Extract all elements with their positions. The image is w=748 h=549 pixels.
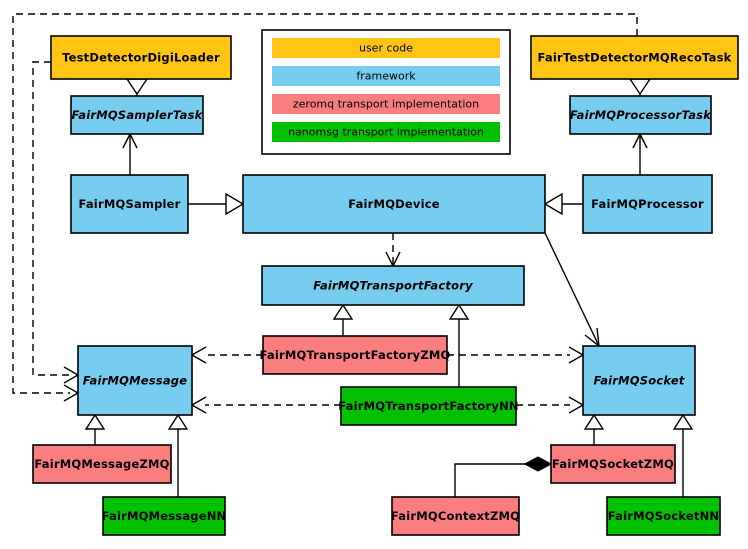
legend-item-framework: framework <box>272 66 500 86</box>
class-node-FairMQDevice[interactable]: FairMQDevice <box>242 174 546 234</box>
legend-label: framework <box>356 70 416 83</box>
arrowhead-triangle-tfnn-transportfactory <box>448 303 470 320</box>
class-node-box <box>391 496 520 536</box>
legend-swatch <box>272 38 500 58</box>
legend-swatch <box>272 122 500 142</box>
class-node-FairMQMessageZMQ[interactable]: FairMQMessageZMQ <box>32 444 172 484</box>
legend-item-zeromq: zeromq transport implementation <box>272 94 500 114</box>
class-node-box <box>50 35 232 80</box>
node-layer: TestDetectorDigiLoaderFairMQSamplerTaskF… <box>32 35 739 536</box>
class-node-label: FairMQSampler <box>78 197 180 211</box>
arrowhead-triangle-digiloader-samplertask <box>125 78 149 96</box>
legend-item-nanomsg: nanomsg transport implementation <box>272 122 500 142</box>
arrowhead-triangle-messagenn-message <box>167 413 189 430</box>
class-node-label: FairMQSamplerTask <box>72 108 204 122</box>
class-node-FairMQTransportFactory[interactable]: FairMQTransportFactory <box>261 265 525 306</box>
class-node-label: FairMQSocket <box>593 374 684 388</box>
class-node-FairMQSocketZMQ[interactable]: FairMQSocketZMQ <box>550 444 676 484</box>
legend: user code framework zeromq transport imple… <box>261 29 511 155</box>
class-node-box <box>550 444 676 484</box>
class-node-TestDetectorDigiLoader[interactable]: TestDetectorDigiLoader <box>50 35 232 80</box>
class-node-box <box>569 95 712 135</box>
legend-item-user_code: user code <box>272 38 500 58</box>
arrowhead-triangle-messagezmq-message <box>84 413 106 430</box>
arrowhead-open-tfzmq-socket <box>568 346 585 364</box>
class-node-box <box>606 496 721 536</box>
legend-label: user code <box>359 42 413 55</box>
class-node-label: FairMQSocketNN <box>608 509 719 523</box>
class-node-label: FairMQContextZMQ <box>391 509 520 523</box>
arrowhead-open-recotask-message <box>63 384 80 402</box>
class-node-box <box>242 174 546 234</box>
class-node-label: FairMQTransportFactory <box>313 279 473 293</box>
class-node-FairMQTransportFactoryNN[interactable]: FairMQTransportFactoryNN <box>338 386 519 426</box>
class-node-box <box>70 95 204 135</box>
class-node-label: FairMQMessageNN <box>102 509 227 523</box>
class-node-box <box>582 174 713 234</box>
class-node-box <box>32 444 172 484</box>
edge-recotask-to-message <box>12 13 638 394</box>
class-node-FairTestDetectorMQRecoTask[interactable]: FairTestDetectorMQRecoTask <box>530 35 739 80</box>
class-node-box <box>261 265 525 306</box>
class-node-box <box>340 386 517 426</box>
arrowhead-triangle-sampler-device <box>225 192 245 216</box>
arrowhead-open-tfnn-message <box>190 396 207 414</box>
class-node-label: FairMQTransportFactoryNN <box>338 399 519 413</box>
arrowhead-triangle-socketnn-socket <box>672 413 694 430</box>
class-node-box <box>77 345 193 416</box>
arrowhead-triangle-tfzmq-transportfactory <box>332 303 354 320</box>
class-node-label: TestDetectorDigiLoader <box>62 51 220 65</box>
class-node-box <box>102 496 226 536</box>
arrowhead-triangle-socketzmq-socket <box>583 413 605 430</box>
class-node-box <box>530 35 739 80</box>
diamond-composition-socketzmq <box>523 456 553 472</box>
legend-swatch <box>272 66 500 86</box>
class-node-FairMQMessage[interactable]: FairMQMessage <box>77 345 193 416</box>
class-node-label: FairTestDetectorMQRecoTask <box>538 51 732 65</box>
class-node-FairMQSocketNN[interactable]: FairMQSocketNN <box>606 496 721 536</box>
class-node-label: FairMQProcessorTask <box>570 108 712 122</box>
class-node-FairMQSamplerTask[interactable]: FairMQSamplerTask <box>70 95 204 135</box>
class-node-FairMQProcessor[interactable]: FairMQProcessor <box>582 174 713 234</box>
legend-label: nanomsg transport implementation <box>288 126 484 139</box>
class-node-box <box>262 335 448 375</box>
legend-label: zeromq transport implementation <box>293 98 479 111</box>
class-node-label: FairMQMessage <box>83 374 187 388</box>
class-node-FairMQSampler[interactable]: FairMQSampler <box>70 174 189 234</box>
arrowhead-triangle-recotask-processortask <box>628 78 652 96</box>
class-node-FairMQTransportFactoryZMQ[interactable]: FairMQTransportFactoryZMQ <box>259 335 450 375</box>
class-node-label: FairMQMessageZMQ <box>34 457 169 471</box>
class-node-box <box>582 345 696 416</box>
arrowhead-triangle-processor-device <box>543 192 563 216</box>
edge-socketzmq-contextzmq <box>454 463 537 497</box>
class-node-label: FairMQProcessor <box>591 197 704 211</box>
class-node-box <box>70 174 189 234</box>
legend-swatch <box>272 94 500 114</box>
class-node-FairMQContextZMQ[interactable]: FairMQContextZMQ <box>391 496 520 536</box>
class-node-FairMQMessageNN[interactable]: FairMQMessageNN <box>102 496 227 536</box>
class-node-FairMQProcessorTask[interactable]: FairMQProcessorTask <box>569 95 712 135</box>
class-node-label: FairMQDevice <box>348 197 440 211</box>
class-node-FairMQSocket[interactable]: FairMQSocket <box>582 345 696 416</box>
class-node-label: FairMQSocketZMQ <box>552 457 674 471</box>
edge-digiloader-to-message <box>32 61 70 376</box>
arrowhead-open-tfzmq-message <box>190 346 207 364</box>
edge-device-socket <box>544 232 600 347</box>
arrowhead-open-tfnn-socket <box>568 396 585 414</box>
class-node-label: FairMQTransportFactoryZMQ <box>259 348 450 362</box>
